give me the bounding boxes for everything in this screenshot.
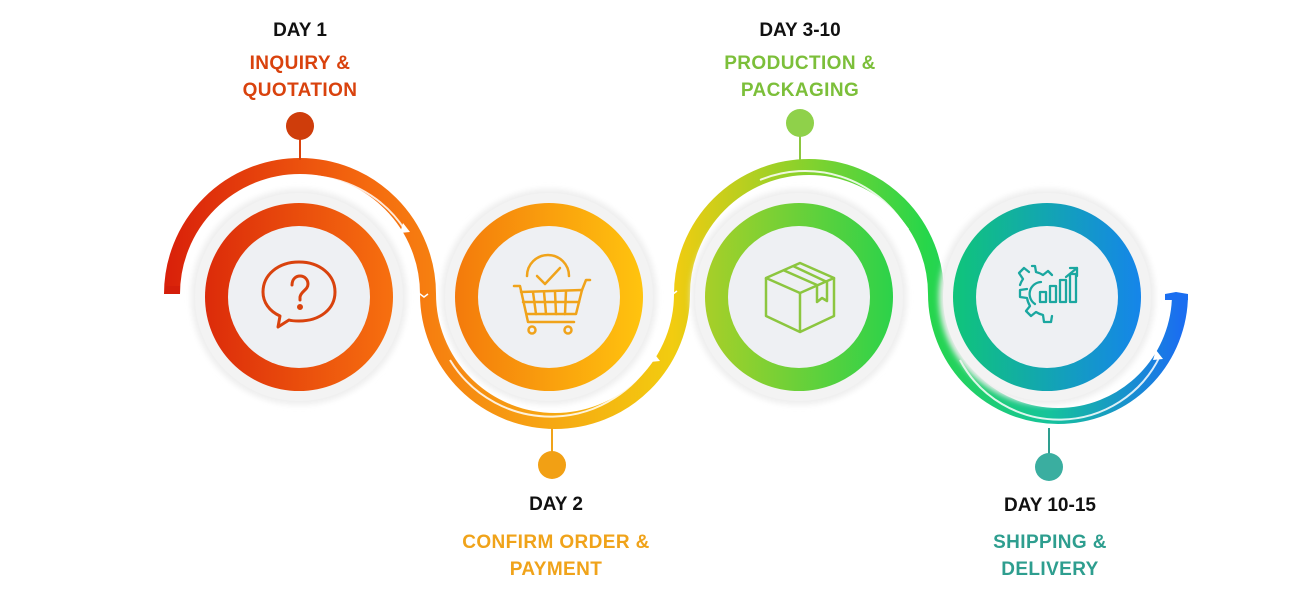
connector-step-2	[538, 428, 566, 479]
step-3-title-line1: PRODUCTION &	[724, 53, 876, 74]
step-2-title-line2: PAYMENT	[509, 559, 603, 580]
step-4-dot	[1035, 453, 1063, 481]
step-4-day-label: DAY 10-15	[1004, 495, 1096, 516]
step-3-title: PRODUCTION & PACKAGING	[670, 50, 930, 104]
step-4-title-line1: SHIPPING &	[993, 532, 1107, 553]
question-bubble-icon	[261, 260, 337, 329]
step-2-day-label: DAY 2	[529, 494, 583, 515]
step-2-circle	[441, 189, 657, 405]
step-2-title-line1: CONFIRM ORDER &	[462, 532, 650, 553]
step-1-title-line2: QUOTATION	[242, 80, 358, 101]
step-3-title-line2: PACKAGING	[740, 80, 860, 101]
package-box-icon	[764, 261, 836, 334]
step-3-day-label: DAY 3-10	[759, 20, 841, 41]
shopping-cart-check-icon	[512, 253, 592, 335]
connector-step-3	[786, 109, 814, 160]
step-1-title-line1: INQUIRY &	[249, 53, 351, 74]
step-1-day-label: DAY 1	[273, 20, 327, 41]
step-1-title: INQUIRY & QUOTATION	[170, 50, 430, 104]
step-2-title: CONFIRM ORDER & PAYMENT	[426, 529, 686, 583]
step-1-dot	[286, 112, 314, 140]
step-2-dot	[538, 451, 566, 479]
timeline-ribbon	[164, 158, 1188, 429]
step-4-title-line2: DELIVERY	[1001, 559, 1099, 580]
step-4-title: SHIPPING & DELIVERY	[920, 529, 1180, 583]
connector-step-1	[286, 112, 314, 160]
step-3-dot	[786, 109, 814, 137]
connector-step-4	[1035, 428, 1063, 481]
gear-growth-chart-icon	[1017, 264, 1079, 324]
